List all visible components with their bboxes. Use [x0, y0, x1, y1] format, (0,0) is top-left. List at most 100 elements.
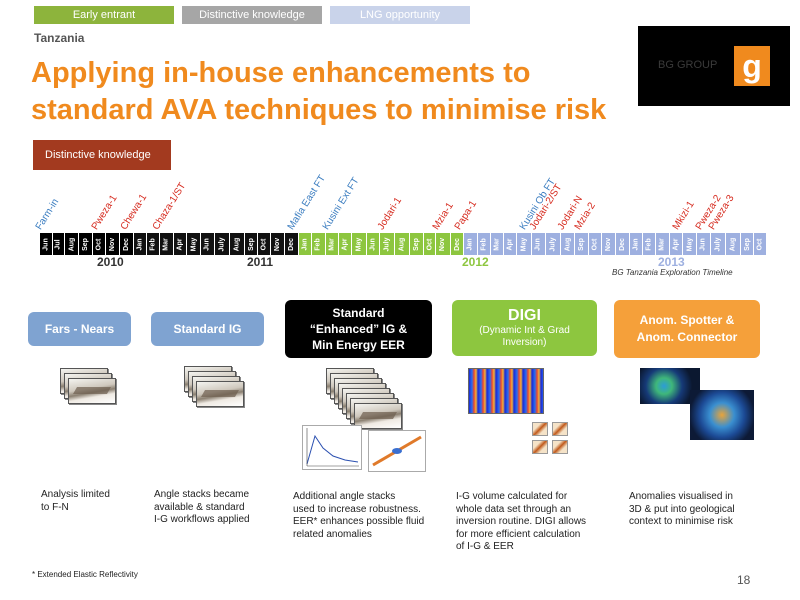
step-label: Fars - Nears	[44, 322, 115, 336]
month-label: Mar	[328, 237, 336, 251]
month-label: Sep	[412, 237, 420, 251]
event-label: Farm-in	[33, 196, 62, 232]
month-label: Nov	[604, 237, 612, 251]
month-label: May	[190, 237, 198, 251]
month-label: Jan	[632, 237, 640, 251]
month-label: Aug	[67, 237, 75, 251]
month-label: July	[218, 236, 226, 252]
timeline-month: Jan	[299, 233, 313, 255]
timeline-month: Nov	[105, 233, 120, 255]
page-title: Applying in-house enhancements to standa…	[31, 55, 731, 129]
month-label: July	[383, 236, 391, 252]
tab-early-entrant[interactable]: Early entrant	[34, 6, 174, 24]
month-label: Feb	[149, 237, 157, 251]
timeline-month: Oct	[754, 233, 768, 255]
month-label: Dec	[453, 237, 461, 251]
timeline-month: Sep	[79, 233, 94, 255]
step-label-line: Anom. Connector	[636, 330, 738, 344]
year-label: 2011	[247, 255, 274, 269]
timeline-month: Jun	[366, 233, 381, 255]
tab-distinctive-knowledge[interactable]: Distinctive knowledge	[182, 6, 322, 24]
curve-plot-icon	[306, 428, 359, 467]
month-label: Oct	[426, 238, 434, 250]
timeline-month: Nov	[271, 233, 286, 255]
year-label: 2010	[97, 255, 124, 269]
timeline-month: Dec	[119, 233, 134, 255]
step-enhanced-ig: Standard “Enhanced” IG & Min Energy EER	[285, 300, 432, 358]
footnote: * Extended Elastic Reflectivity	[32, 570, 138, 579]
month-label: Sep	[247, 237, 255, 251]
month-label: Aug	[233, 237, 241, 251]
timeline-month: Aug	[64, 233, 80, 255]
timeline-month: Jun	[201, 233, 215, 255]
timeline-month: Jun	[532, 233, 546, 255]
month-label: Jul	[55, 238, 63, 250]
month-label: Jun	[369, 237, 377, 251]
timeline-month: Apr	[339, 233, 353, 255]
timeline-month: Jun	[697, 233, 711, 255]
month-label: Jun	[204, 237, 212, 251]
month-label: Feb	[480, 237, 488, 251]
timeline-month: Oct	[93, 233, 106, 255]
step-anom-spotter: Anom. Spotter & Anom. Connector	[614, 300, 760, 358]
month-label: Oct	[756, 238, 764, 250]
step-label-line: Min Energy EER	[312, 338, 405, 352]
month-label: Aug	[563, 237, 571, 251]
step-description: Additional angle stacks used to increase…	[293, 491, 424, 541]
desc-line: used to increase robustness.	[293, 503, 421, 515]
event-label: Mkizi-1	[670, 199, 697, 232]
month-label: May	[686, 237, 694, 251]
year-label: 2012	[462, 255, 489, 269]
timeline-month: Aug	[229, 233, 245, 255]
step-label: Standard IG	[173, 322, 242, 336]
timeline-month: Nov	[601, 233, 616, 255]
event-label: Kusini Ext FT	[320, 175, 362, 232]
desc-line: context to minimise risk	[629, 516, 733, 527]
desc-line: for more efficient calculation	[456, 528, 581, 540]
timeline-month: July	[710, 233, 726, 255]
month-label: Apr	[176, 237, 184, 251]
timeline-month: Jan	[133, 233, 147, 255]
desc-line: 3D & put into geological	[629, 503, 735, 515]
month-label: Nov	[274, 237, 282, 251]
timeline-month: Feb	[477, 233, 491, 255]
timeline-month: Aug	[560, 233, 576, 255]
month-label: Jan	[466, 237, 474, 251]
month-label: Apr	[506, 237, 514, 251]
event-label: Jodari-1	[375, 195, 405, 232]
logo-mark: g	[734, 46, 770, 86]
timeline-month: Aug	[395, 233, 410, 255]
month-label: Apr	[672, 237, 680, 251]
title-line-2: standard AVA techniques to minimise risk	[31, 94, 607, 126]
timeline-month: Apr	[504, 233, 518, 255]
month-label: Apr	[341, 237, 349, 251]
desc-line: available & standard	[154, 501, 245, 513]
timeline-month: Oct	[423, 233, 437, 255]
step-description: Analysis limited to F-N	[41, 489, 110, 514]
timeline-month: Mar	[656, 233, 670, 255]
timeline-events: Farm-in Pweza-1 Chewa-1 Chaza-1/ST Mafia…	[34, 173, 770, 234]
step-sublabel: (Dynamic Int & Grad	[479, 325, 570, 336]
month-label: Oct	[95, 238, 103, 250]
event-label: Chewa-1	[118, 192, 150, 232]
timeline-month: May	[186, 233, 202, 255]
timeline-month: Mar	[490, 233, 505, 255]
step-fars-nears: Fars - Nears	[28, 312, 131, 346]
timeline-month: Oct	[258, 233, 272, 255]
timeline-month: Jan	[464, 233, 478, 255]
timeline-month: Jan	[629, 233, 643, 255]
timeline-month: May	[682, 233, 698, 255]
step-label: DIGI	[508, 307, 541, 324]
timeline-month: Dec	[615, 233, 630, 255]
timeline-month: Feb	[312, 233, 326, 255]
timeline-month: July	[214, 233, 230, 255]
event-label: Chaza-1/ST	[150, 180, 189, 232]
event-label: Mzia-1	[430, 200, 456, 232]
tab-lng-opportunity[interactable]: LNG opportunity	[330, 6, 470, 24]
timeline-month: Mar	[160, 233, 174, 255]
timeline-month: Aug	[725, 233, 741, 255]
desc-line: Additional angle stacks	[293, 491, 396, 502]
desc-line: related anomalies	[293, 528, 372, 540]
event-label: Pweza-1	[89, 193, 120, 232]
